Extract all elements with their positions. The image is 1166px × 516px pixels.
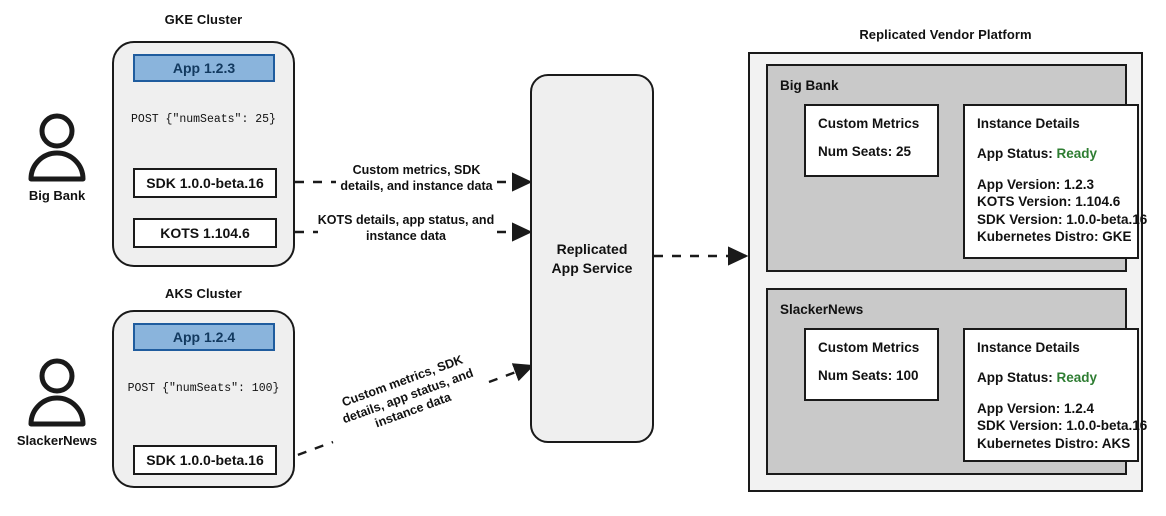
edge-label-gke-kots: KOTS details, app status, and instance d… — [317, 213, 495, 243]
gke-cluster-title: GKE Cluster — [164, 12, 243, 27]
custom-metrics-title-big-bank: Custom Metrics — [818, 116, 920, 131]
instance-details-title-big-bank: Instance Details — [977, 116, 1080, 131]
gke-sdk-box[interactable]: SDK 1.0.0-beta.16 — [133, 168, 277, 198]
gke-post-call-label: POST {"numSeats": 25} — [131, 113, 276, 126]
gke-kots-box[interactable]: KOTS 1.104.6 — [133, 218, 277, 248]
instance-row-app-version-slackernews: App Version: 1.2.4 — [977, 400, 1095, 416]
instance-details-panel-big-bank[interactable]: Instance Details App Status: Ready App V… — [963, 104, 1148, 259]
instance-details-title-slackernews: Instance Details — [977, 340, 1080, 355]
tenant-title-slackernews: SlackerNews — [780, 302, 864, 317]
app-status-row-big-bank: App Status: Ready — [977, 145, 1125, 163]
app-status-value-big-bank: Ready — [1056, 146, 1098, 161]
app-status-label-slackernews: App Status: — [977, 370, 1057, 385]
gke-app-box[interactable]: App 1.2.3 — [133, 54, 275, 82]
person-icon-big-bank — [28, 113, 86, 182]
replicated-app-service-box[interactable]: Replicated App Service — [530, 74, 654, 443]
instance-row-kots-version-big-bank: KOTS Version: 1.104.6 — [977, 194, 1121, 210]
actor-label-slackernews: SlackerNews — [16, 433, 98, 448]
instance-details-panel-slackernews[interactable]: Instance Details App Status: Ready App V… — [963, 328, 1148, 462]
app-status-label-big-bank: App Status: — [977, 146, 1057, 161]
app-status-row-slackernews: App Status: Ready — [977, 369, 1125, 387]
instance-row-sdk-version-slackernews: SDK Version: 1.0.0-beta.16 — [977, 418, 1148, 434]
tenant-card-slackernews[interactable]: SlackerNews Custom Metrics Num Seats: 10… — [766, 288, 1147, 475]
platform-title: Replicated Vendor Platform — [859, 27, 1032, 42]
actor-label-big-bank: Big Bank — [28, 188, 86, 203]
person-icon-slackernews — [28, 358, 86, 427]
aks-post-call-label: POST {"numSeats": 100} — [127, 382, 280, 395]
edge-label-aks-sdk: Custom metrics, SDK details, app status,… — [315, 344, 500, 450]
tenant-card-big-bank[interactable]: Big Bank Custom Metrics Num Seats: 25 In… — [766, 64, 1147, 272]
edge-label-gke-sdk: Custom metrics, SDK details, and instanc… — [340, 163, 493, 193]
tenant-title-big-bank: Big Bank — [780, 78, 839, 93]
spacer — [977, 163, 1125, 176]
app-status-value-slackernews: Ready — [1056, 370, 1098, 385]
aks-app-box[interactable]: App 1.2.4 — [133, 323, 275, 351]
instance-row-app-version-big-bank: App Version: 1.2.3 — [977, 176, 1095, 192]
custom-metrics-title-slackernews: Custom Metrics — [818, 340, 920, 355]
service-title-line1: Replicated — [556, 240, 628, 257]
service-title-line2: App Service — [551, 259, 633, 276]
custom-metrics-panel-slackernews[interactable]: Custom Metrics Num Seats: 100 — [804, 328, 939, 401]
instance-row-k8s-distro-big-bank: Kubernetes Distro: GKE — [977, 229, 1132, 245]
aks-cluster-title: AKS Cluster — [165, 286, 242, 301]
custom-metrics-row-big-bank: Num Seats: 25 — [818, 144, 912, 159]
spacer — [977, 387, 1125, 400]
custom-metrics-panel-big-bank[interactable]: Custom Metrics Num Seats: 25 — [804, 104, 939, 177]
custom-metrics-row-slackernews: Num Seats: 100 — [818, 368, 919, 383]
instance-row-sdk-version-big-bank: SDK Version: 1.0.0-beta.16 — [977, 211, 1148, 227]
aks-sdk-box[interactable]: SDK 1.0.0-beta.16 — [133, 445, 277, 475]
instance-row-k8s-distro-slackernews: Kubernetes Distro: AKS — [977, 435, 1131, 451]
